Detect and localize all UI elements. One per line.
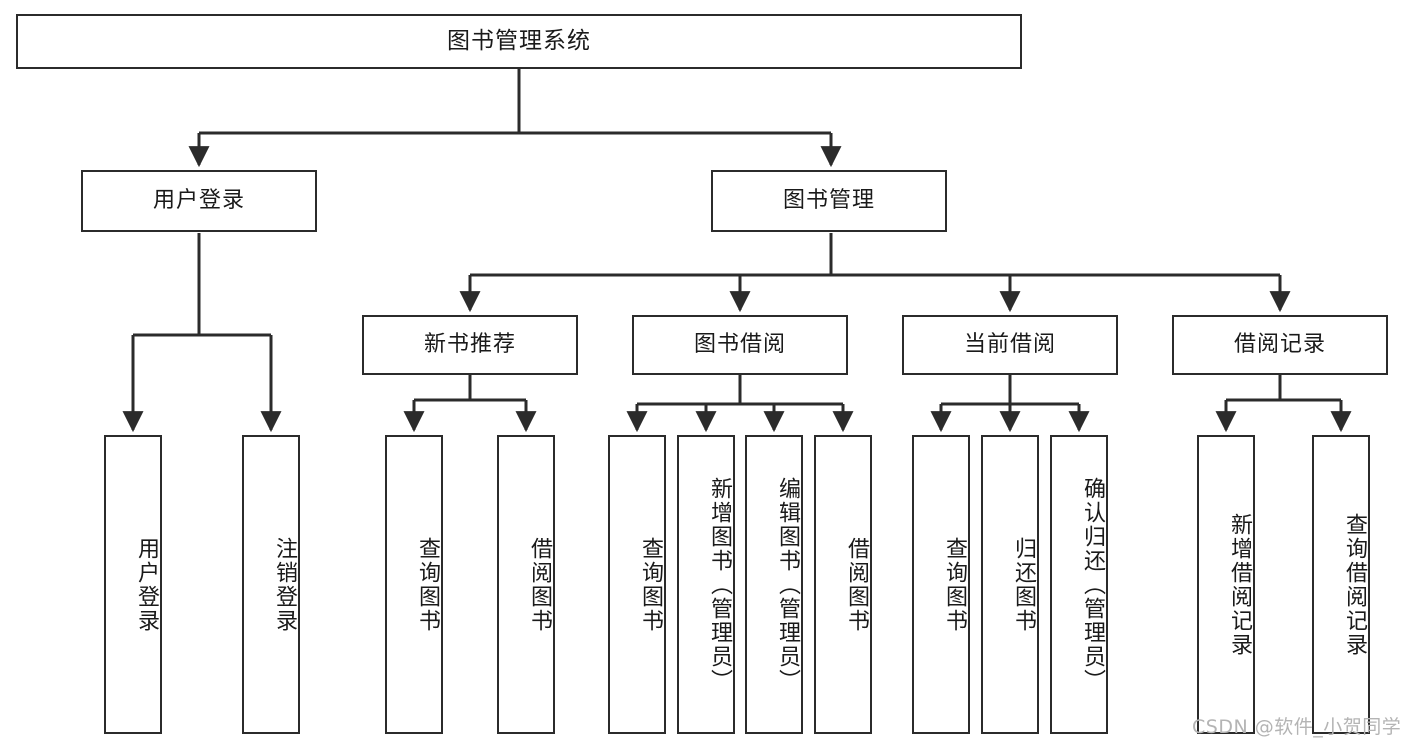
node-leaf-label: 借阅图书	[844, 536, 869, 633]
node-leaf-newbook-query-book[interactable]: 查询图书	[385, 435, 443, 734]
node-leaf-label: 查询图书	[638, 536, 663, 633]
node-leaf-bookborrow-query-book[interactable]: 查询图书	[608, 435, 666, 734]
node-leaf-user-login-login[interactable]: 用户登录	[104, 435, 162, 734]
watermark-text: CSDN @软件_小贺同学	[1192, 716, 1402, 738]
node-leaf-label: 查询借阅记录	[1342, 512, 1367, 657]
node-leaf-label: 新增图书（管理员）	[707, 476, 732, 693]
node-leaf-label: 查询图书	[415, 536, 440, 633]
node-leaf-label: 借阅图书	[527, 536, 552, 633]
node-user-login[interactable]: 用户登录	[81, 170, 317, 232]
node-leaf-borrowrecords-query-record[interactable]: 查询借阅记录	[1312, 435, 1370, 734]
node-leaf-label: 编辑图书（管理员）	[775, 476, 800, 693]
node-leaf-label: 新增借阅记录	[1227, 512, 1252, 657]
node-leaf-currentborrow-query-book[interactable]: 查询图书	[912, 435, 970, 734]
node-leaf-currentborrow-return-book[interactable]: 归还图书	[981, 435, 1039, 734]
node-leaf-bookborrow-add-book[interactable]: 新增图书（管理员）	[677, 435, 735, 734]
node-user-login-label: 用户登录	[152, 187, 245, 213]
node-leaf-label: 用户登录	[134, 536, 159, 633]
node-book-management-label: 图书管理	[782, 187, 875, 213]
node-leaf-label: 确认归还（管理员）	[1080, 476, 1105, 693]
node-book-borrow[interactable]: 图书借阅	[632, 315, 848, 375]
node-leaf-currentborrow-confirm-return[interactable]: 确认归还（管理员）	[1050, 435, 1108, 734]
node-new-book-recommend[interactable]: 新书推荐	[362, 315, 578, 375]
node-book-management[interactable]: 图书管理	[711, 170, 947, 232]
node-new-book-recommend-label: 新书推荐	[423, 331, 516, 357]
node-leaf-label: 注销登录	[272, 536, 297, 633]
node-borrow-records-label: 借阅记录	[1233, 331, 1326, 357]
node-leaf-bookborrow-borrow-book[interactable]: 借阅图书	[814, 435, 872, 734]
node-root-label: 图书管理系统	[447, 27, 591, 54]
node-leaf-label: 归还图书	[1011, 536, 1036, 633]
node-leaf-label: 查询图书	[942, 536, 967, 633]
node-book-borrow-label: 图书借阅	[693, 331, 786, 357]
node-leaf-newbook-borrow-book[interactable]: 借阅图书	[497, 435, 555, 734]
node-root-system[interactable]: 图书管理系统	[16, 14, 1022, 69]
node-leaf-user-login-logout[interactable]: 注销登录	[242, 435, 300, 734]
node-leaf-borrowrecords-add-record[interactable]: 新增借阅记录	[1197, 435, 1255, 734]
node-leaf-bookborrow-edit-book[interactable]: 编辑图书（管理员）	[745, 435, 803, 734]
node-current-borrow-label: 当前借阅	[963, 331, 1056, 357]
node-current-borrow[interactable]: 当前借阅	[902, 315, 1118, 375]
node-borrow-records[interactable]: 借阅记录	[1172, 315, 1388, 375]
